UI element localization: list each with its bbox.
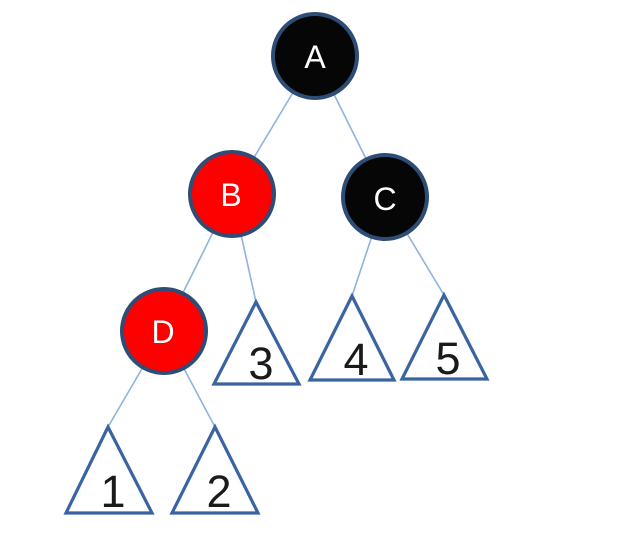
leaf-2: 2 [169, 423, 261, 517]
leaf-1: 1 [63, 423, 155, 517]
leaf-5-label: 5 [435, 333, 460, 384]
leaf-2-triangle [169, 423, 261, 515]
node-d: D [120, 287, 208, 375]
node-b-circle [188, 150, 276, 238]
node-a: A [271, 12, 359, 100]
leaf-4-label: 4 [343, 334, 368, 385]
node-c: C [341, 153, 429, 241]
leaf-3: 3 [211, 298, 302, 389]
node-c-circle [341, 153, 429, 241]
node-d-label: D [151, 314, 174, 350]
leaf-4: 4 [307, 292, 397, 385]
node-a-circle [271, 12, 359, 100]
node-b-label: B [220, 177, 241, 213]
leaf-2-label: 2 [206, 466, 231, 517]
node-c-label: C [373, 181, 396, 217]
leaf-1-triangle [63, 423, 155, 515]
leaf-4-triangle [307, 292, 397, 382]
leaf-3-label: 3 [248, 338, 273, 389]
node-a-label: A [304, 39, 326, 75]
leaf-3-triangle [211, 298, 302, 386]
node-d-circle [120, 287, 208, 375]
node-b: B [188, 150, 276, 238]
leaf-5-triangle [399, 291, 490, 381]
leaf-1-label: 1 [100, 466, 125, 517]
leaf-5: 5 [399, 291, 490, 384]
